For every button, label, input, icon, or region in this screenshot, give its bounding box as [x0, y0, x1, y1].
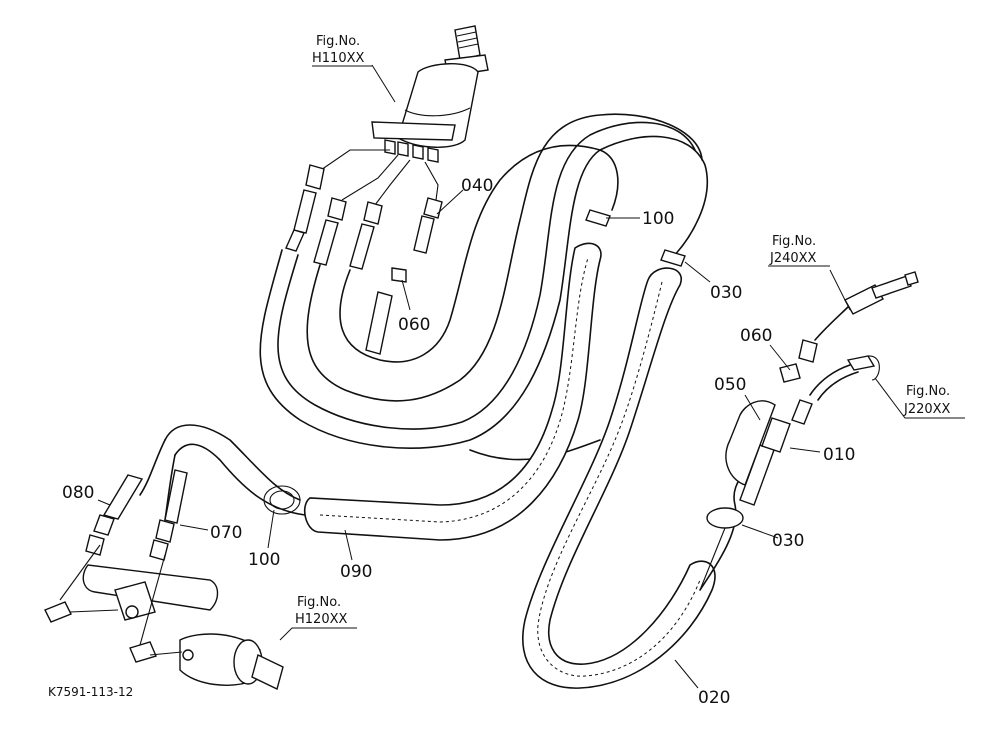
part-callout-030: 030 [710, 283, 742, 303]
figure-ref-h120xx: Fig.No. H120XX [295, 595, 347, 627]
figure-ref-j240xx: Fig.No. J240XX [768, 234, 830, 267]
figure-ref-j220xx: Fig.No. J220XX [903, 384, 951, 417]
figure-ref-h110xx: Fig.No. H110XX [312, 34, 372, 67]
part-callout-030: 030 [772, 531, 804, 551]
control-valve-unit [371, 25, 489, 163]
part-callout-080: 080 [62, 483, 94, 503]
part-callout-060: 060 [398, 315, 430, 335]
hydraulic-cylinder [44, 544, 284, 690]
hydraulic-hoses [139, 113, 709, 521]
part-callout-100: 100 [248, 550, 280, 570]
protective-sleeve-090 [303, 242, 602, 541]
figure-ref-code: J220XX [903, 402, 951, 417]
part-callout-070: 070 [210, 523, 242, 543]
leader-lines [97, 64, 965, 689]
figure-ref-label: Fig.No. [316, 34, 360, 49]
part-callout-040: 040 [461, 176, 493, 196]
part-callout-060: 060 [740, 326, 772, 346]
right-hose-assembly [699, 271, 919, 591]
figure-ref-label: Fig.No. [906, 384, 950, 399]
figure-ref-label: Fig.No. [772, 234, 816, 249]
figure-ref-code: H110XX [312, 51, 364, 66]
drawing-code: K7591-113-12 [48, 685, 133, 699]
part-callout-090: 090 [340, 562, 372, 582]
lower-fittings [85, 469, 188, 561]
protective-sleeve-020 [522, 267, 716, 689]
part-callout-020: 020 [698, 688, 730, 708]
figure-ref-label: Fig.No. [297, 595, 341, 610]
figure-ref-code: J240XX [769, 251, 817, 266]
part-callout-050: 050 [714, 375, 746, 395]
figure-ref-code: H120XX [295, 612, 347, 627]
hose-clamps [263, 209, 686, 515]
part-callout-100: 100 [642, 209, 674, 229]
part-callout-010: 010 [823, 445, 855, 465]
